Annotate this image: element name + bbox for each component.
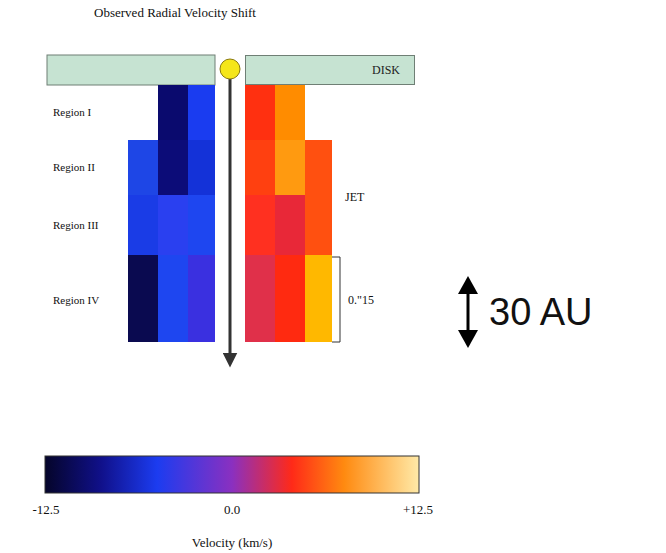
velocity-cell <box>275 255 305 342</box>
colorbar-tick: -12.5 <box>32 502 59 518</box>
disk-left <box>47 55 215 85</box>
colorbar-title: Velocity (km/s) <box>192 535 273 551</box>
disk-label: DISK <box>372 63 400 78</box>
velocity-cell <box>305 195 332 255</box>
velocity-cell <box>245 255 275 342</box>
region-label: Region III <box>53 219 99 231</box>
velocity-cell <box>128 255 158 342</box>
velocity-cell <box>245 140 275 195</box>
velocity-cell <box>275 195 305 255</box>
angular-scale: 0."15 <box>348 293 374 308</box>
velocity-cell <box>158 255 188 342</box>
figure-title: Observed Radial Velocity Shift <box>94 5 256 21</box>
scale-arrow-head <box>458 330 478 348</box>
velocity-cell <box>158 140 188 195</box>
velocity-cell <box>158 85 188 140</box>
velocity-cell <box>128 195 158 255</box>
velocity-cell <box>188 195 215 255</box>
velocity-cell <box>305 140 332 195</box>
scale-arrow <box>467 290 470 334</box>
velocity-cell <box>275 140 305 195</box>
velocity-cell <box>305 255 332 342</box>
velocity-cell <box>275 85 305 140</box>
region-label: Region II <box>53 161 95 173</box>
disk-box: DISK <box>245 55 415 85</box>
jet-axis <box>229 79 232 360</box>
scale-bracket <box>332 257 340 342</box>
velocity-cell <box>188 85 215 140</box>
colorbar-tick: +12.5 <box>403 502 433 518</box>
colorbar-tick: 0.0 <box>224 502 240 518</box>
velocity-cell <box>188 140 215 195</box>
region-label: Region I <box>53 106 91 118</box>
velocity-cell <box>245 195 275 255</box>
color-bar <box>45 456 419 493</box>
velocity-cell <box>128 140 158 195</box>
velocity-cell <box>188 255 215 342</box>
scale-arrow-head <box>458 276 478 294</box>
star <box>220 59 240 79</box>
region-label: Region IV <box>53 294 99 306</box>
jet-label: JET <box>345 190 364 205</box>
velocity-cell <box>245 85 275 140</box>
distance-scale: 30 AU <box>489 291 593 334</box>
velocity-cell <box>158 195 188 255</box>
